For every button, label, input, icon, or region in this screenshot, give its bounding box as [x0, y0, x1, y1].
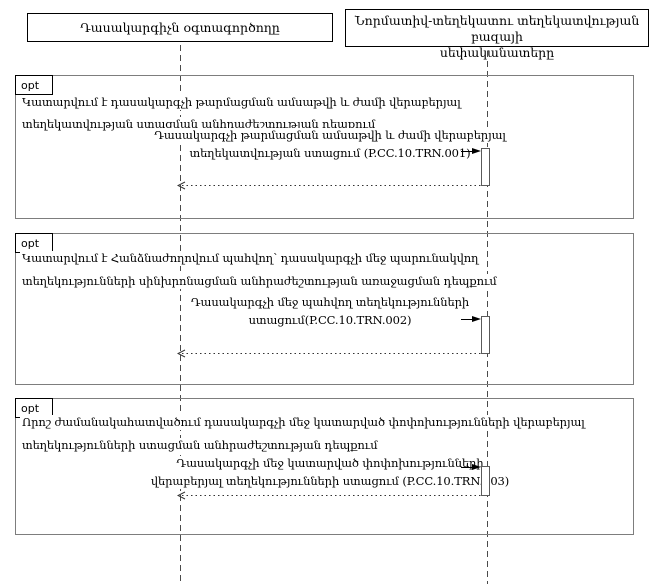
message-text-line1: Դասակարգչի մեջ պահվող տեղեկությունների	[188, 295, 472, 310]
lifeline-user	[180, 45, 181, 584]
arrowhead-icon	[472, 464, 481, 470]
opt-fragment-2: opt	[15, 233, 634, 385]
guard-text-line2: տեղեկությունների սինխրոնացման անհրաժեշտո…	[20, 274, 499, 289]
activation-bar	[481, 466, 490, 496]
return-arrowhead-icon	[177, 181, 186, 190]
return-arrowhead-icon	[177, 349, 186, 358]
guard-text-line1: Կատարվում է դասակարգչի թարմացման ամսաթվի…	[20, 95, 463, 110]
activation-bar	[481, 316, 490, 354]
activation-bar	[481, 148, 490, 186]
arrow-shaft	[461, 319, 473, 320]
actor-box-db-owner: Նորմատիվ-տեղեկատու տեղեկատվության բազայի…	[345, 9, 649, 60]
actor-box-classifier-user: Դասակարգիչն օգտագործողը	[27, 13, 333, 42]
actor-label: Դասակարգիչն օգտագործողը	[80, 20, 280, 35]
opt-fragment-3: opt	[15, 398, 634, 535]
message-text-line2: տեղեկատվության ստացում (P.CC.10.TRN.001)	[187, 146, 473, 161]
arrowhead-icon	[472, 316, 481, 322]
return-arrow	[182, 185, 481, 186]
actor-label-line1: Նորմատիվ-տեղեկատու տեղեկատվության բազայի	[354, 13, 640, 44]
message-text-line1: Դասակարգչի թարմացման ամսաթվի և ժամի վերա…	[152, 128, 508, 143]
arrowhead-icon	[472, 148, 481, 154]
return-arrow	[182, 495, 481, 496]
arrow-shaft	[461, 151, 473, 152]
return-arrow	[182, 353, 481, 354]
guard-text-line1: Որոշ ժամանակահատվածում դասակարգչի մեջ կա…	[20, 415, 587, 430]
request-arrow-icon	[461, 148, 481, 155]
opt-fragment-1: opt	[15, 75, 634, 219]
guard-text-line1: Կատարվում է Հանձնաժողովում պահվող՝ դասակ…	[20, 251, 481, 266]
fragment-operator-label: opt	[15, 75, 53, 95]
message-text-line2: ստացում(P.CC.10.TRN.002)	[246, 313, 414, 328]
arrow-shaft	[461, 467, 473, 468]
request-arrow-icon	[461, 464, 481, 471]
message-text-line1: Դասակարգչի մեջ կատարված փոփոխությունների	[174, 456, 486, 471]
guard-text-line2: տեղեկությունների ստացման անհրաժեշտության…	[20, 438, 380, 453]
return-arrowhead-icon	[177, 491, 186, 500]
fragment-operator-label: opt	[15, 233, 53, 253]
message-text-line2: վերաբերյալ տեղեկությունների ստացում (P.C…	[148, 474, 512, 489]
request-arrow-icon	[461, 316, 481, 323]
actor-label-line2: սեփականատերը	[439, 45, 555, 60]
